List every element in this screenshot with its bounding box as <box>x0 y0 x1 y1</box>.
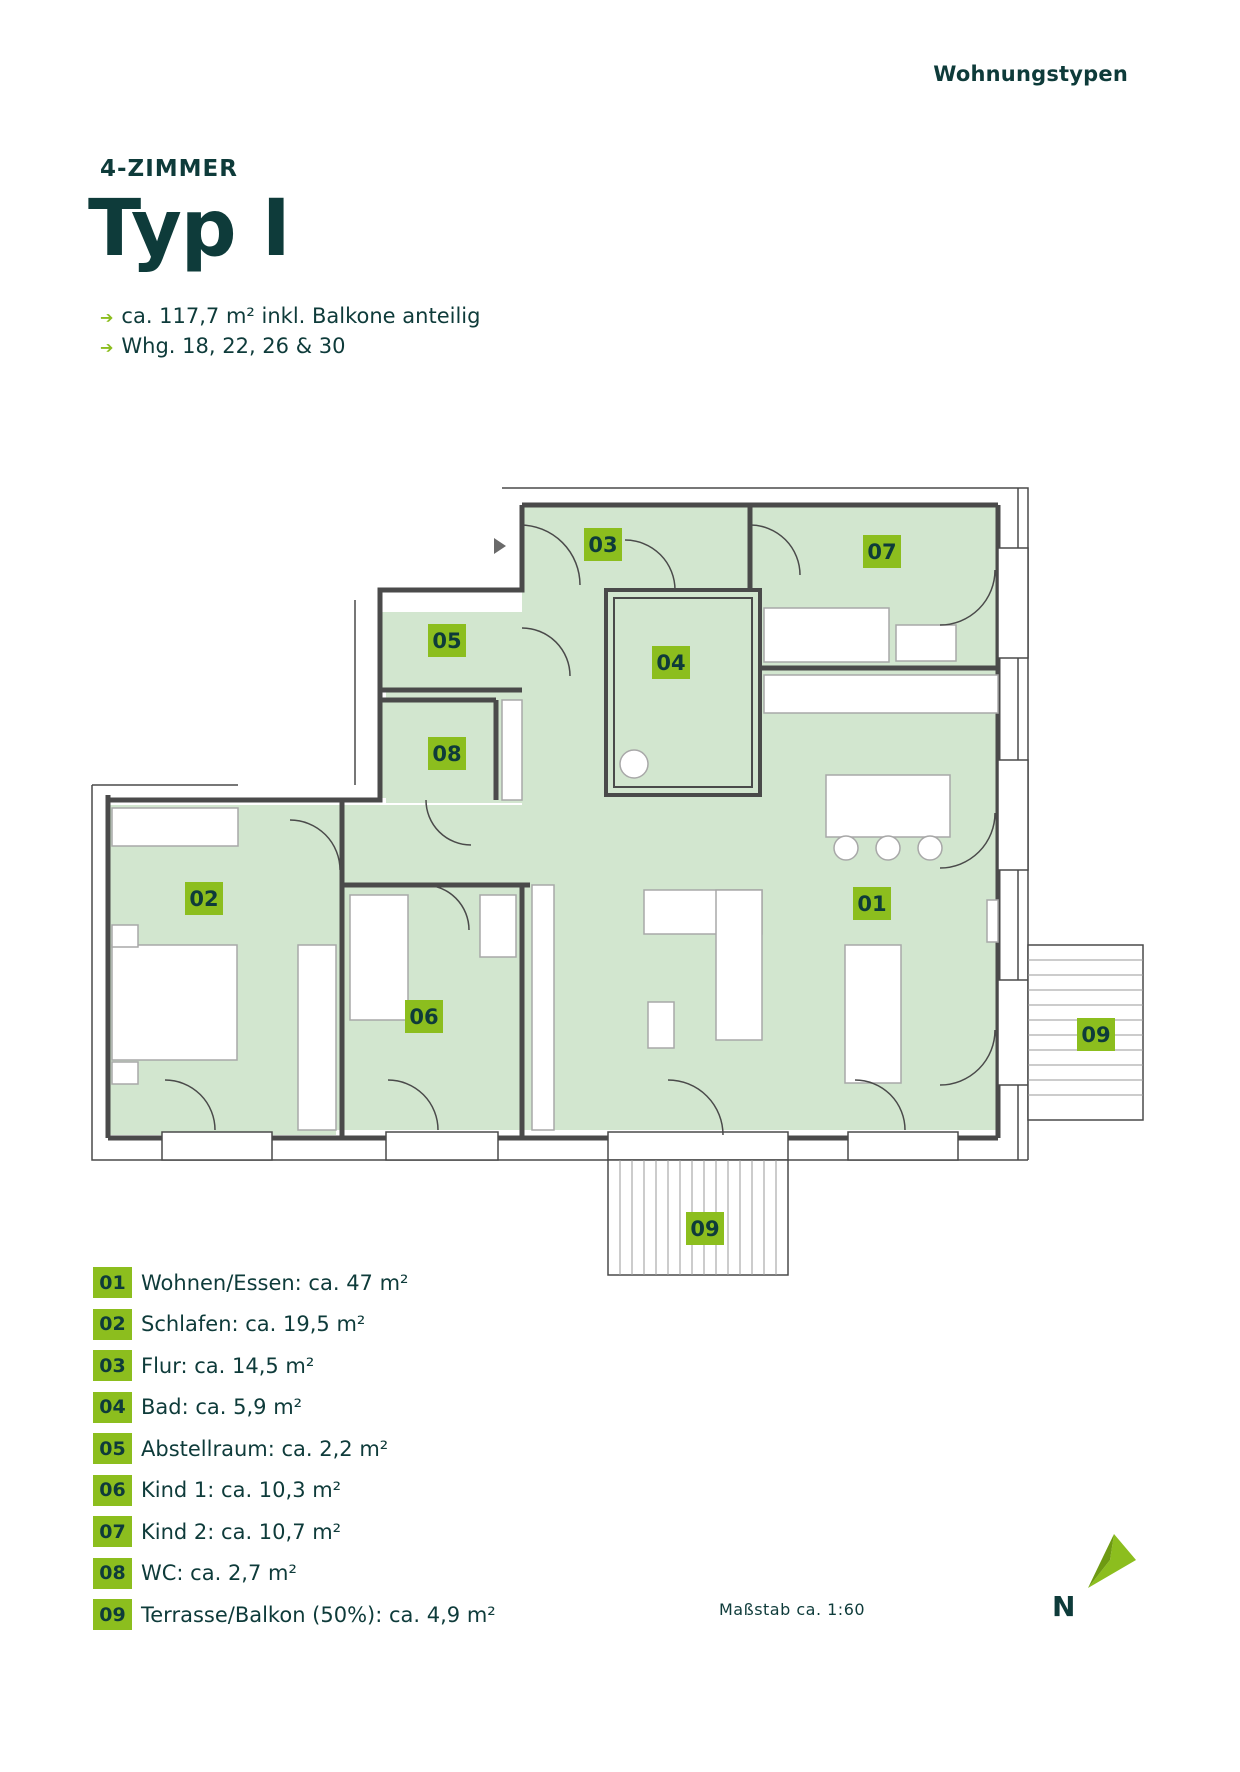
area-note-text: ca. 117,7 m² inkl. Balkone anteilig <box>121 304 481 328</box>
legend-number: 05 <box>93 1433 132 1464</box>
room-tag-04: 04 <box>652 646 690 679</box>
legend-item: 04 Bad: ca. 5,9 m² <box>93 1391 496 1424</box>
room-tag-05: 05 <box>428 624 466 657</box>
legend-number: 02 <box>93 1308 132 1340</box>
unit-type-title: Typ I <box>88 184 291 274</box>
bullet-arrow-icon: ➔ <box>100 338 114 357</box>
legend-label: Kind 1: ca. 10,3 m² <box>141 1478 342 1502</box>
apartment-numbers-text: Whg. 18, 22, 26 & 30 <box>121 334 346 358</box>
legend-item: 05 Abstellraum: ca. 2,2 m² <box>93 1432 496 1465</box>
room-tag-03: 03 <box>584 528 622 561</box>
area-note: ➔ ca. 117,7 m² inkl. Balkone anteilig <box>100 304 480 328</box>
legend-number: 09 <box>93 1599 132 1630</box>
legend-item: 01 Wohnen/Essen: ca. 47 m² <box>93 1266 496 1299</box>
legend-item: 09 Terrasse/Balkon (50%): ca. 4,9 m² <box>93 1598 496 1631</box>
legend-label: Terrasse/Balkon (50%): ca. 4,9 m² <box>141 1602 496 1627</box>
apartment-numbers: ➔ Whg. 18, 22, 26 & 30 <box>100 334 345 358</box>
legend-item: 08 WC: ca. 2,7 m² <box>93 1557 496 1590</box>
legend-item: 02 Schlafen: ca. 19,5 m² <box>93 1308 496 1341</box>
room-tag-09-terrace: 09 <box>1077 1018 1115 1051</box>
scale-note: Maßstab ca. 1:60 <box>719 1600 866 1619</box>
legend-number: 01 <box>93 1267 132 1298</box>
legend-number: 07 <box>93 1516 132 1547</box>
legend-label: Flur: ca. 14,5 m² <box>141 1353 315 1378</box>
legend-item: 03 Flur: ca. 14,5 m² <box>93 1349 496 1382</box>
legend-number: 08 <box>93 1557 132 1589</box>
legend-number: 06 <box>93 1474 132 1506</box>
room-tag-01: 01 <box>853 887 891 920</box>
north-label: N <box>1052 1590 1076 1623</box>
legend-item: 07 Kind 2: ca. 10,7 m² <box>93 1515 496 1548</box>
bullet-arrow-icon: ➔ <box>100 308 114 327</box>
room-tag-06: 06 <box>405 1000 443 1033</box>
legend-item: 06 Kind 1: ca. 10,3 m² <box>93 1474 496 1507</box>
room-tag-02: 02 <box>185 882 223 915</box>
unit-category: 4-ZIMMER <box>100 156 238 182</box>
room-tag-08: 08 <box>428 737 466 770</box>
section-header: Wohnungstypen <box>933 62 1128 86</box>
legend-number: 03 <box>93 1350 132 1381</box>
legend-label: Bad: ca. 5,9 m² <box>141 1395 303 1419</box>
legend-label: Kind 2: ca. 10,7 m² <box>141 1519 342 1544</box>
legend-label: Schlafen: ca. 19,5 m² <box>141 1312 366 1336</box>
legend-label: WC: ca. 2,7 m² <box>141 1561 297 1585</box>
legend-label: Abstellraum: ca. 2,2 m² <box>141 1436 389 1461</box>
legend-label: Wohnen/Essen: ca. 47 m² <box>141 1270 409 1295</box>
north-arrow-icon <box>1088 1534 1136 1588</box>
room-tag-09-balcony: 09 <box>686 1212 724 1245</box>
entrance-arrow-icon <box>494 538 506 554</box>
room-tag-07: 07 <box>863 535 901 568</box>
room-legend: 01 Wohnen/Essen: ca. 47 m² 02 Schlafen: ca… <box>93 1266 496 1640</box>
legend-number: 04 <box>93 1391 132 1423</box>
